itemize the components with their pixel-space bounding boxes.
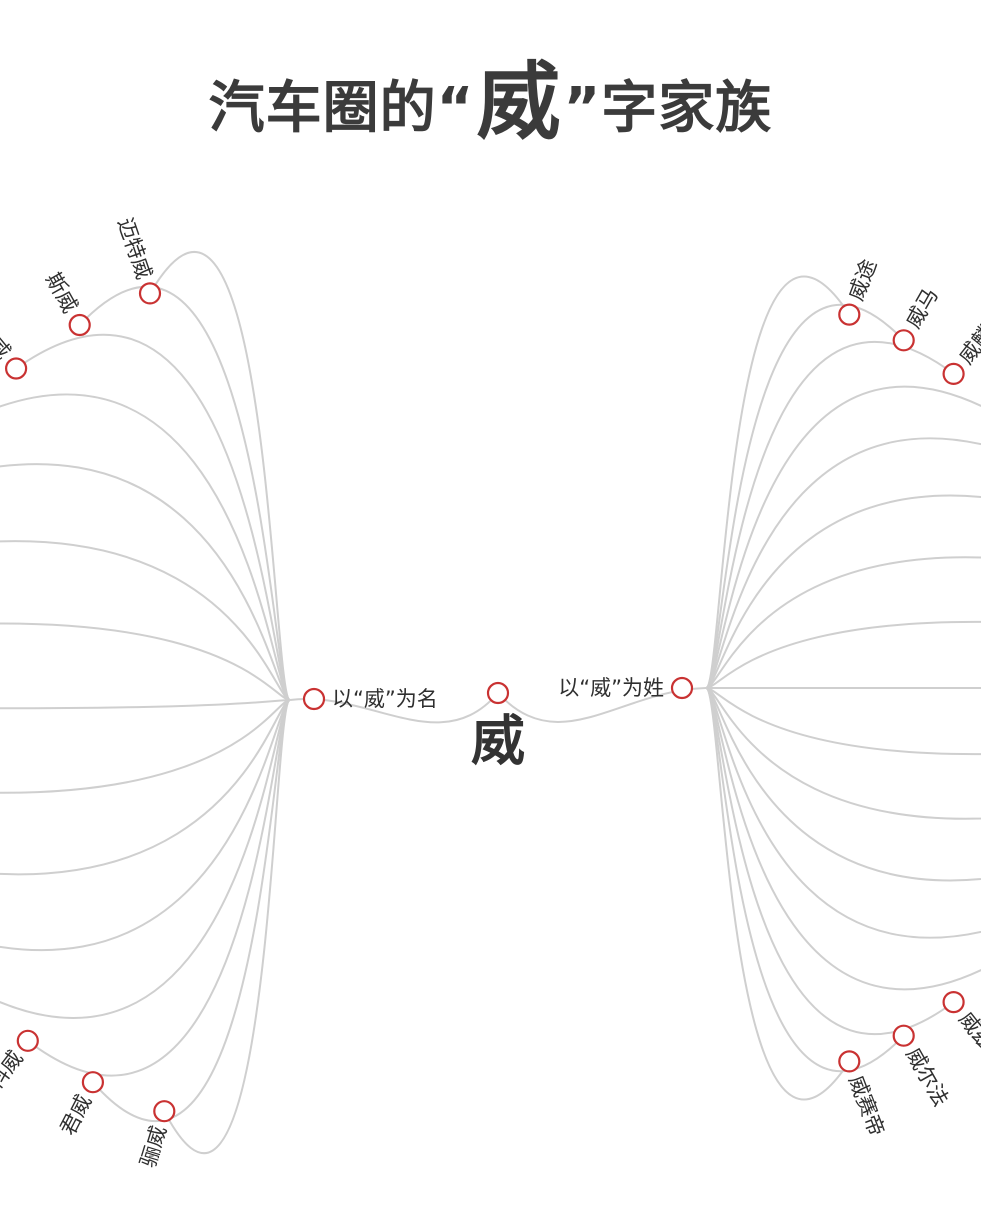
branch-node-surname[interactable]	[670, 676, 694, 700]
leaf-link	[0, 699, 291, 952]
leaf-node[interactable]	[16, 1029, 39, 1052]
leaf-label: 威尔法	[901, 1044, 953, 1111]
leaf-label: 迈特威	[113, 215, 156, 282]
tree-links	[0, 251, 981, 1154]
leaf-link	[705, 437, 981, 689]
branch-label-name: 以“威”为名	[332, 687, 438, 711]
leaf-link	[0, 699, 291, 876]
leaf-link	[0, 463, 291, 701]
leaf-node[interactable]	[153, 1100, 176, 1123]
title-suffix: ”字家族	[563, 76, 773, 141]
leaf-node[interactable]	[5, 357, 28, 380]
leaf-link	[705, 275, 851, 689]
leaf-link	[705, 687, 981, 820]
leaf-label: 威麟	[954, 321, 981, 369]
root-node[interactable]	[486, 681, 510, 705]
leaf-link	[705, 687, 955, 1036]
leaf-node[interactable]	[892, 329, 915, 352]
leaf-link	[705, 687, 981, 939]
leaf-link	[15, 333, 291, 701]
leaf-node[interactable]	[68, 313, 91, 337]
leaf-link	[705, 687, 851, 1101]
leaf-label: 威赛帝	[844, 1072, 889, 1139]
leaf-link	[705, 556, 981, 689]
leaf-node[interactable]	[942, 990, 965, 1014]
leaf-link	[0, 699, 291, 794]
leaf-link	[705, 385, 981, 689]
leaf-label: 君威	[56, 1091, 97, 1139]
leaf-label: 骊威	[136, 1123, 171, 1170]
leaf-label: 威马	[901, 284, 943, 332]
leaf-node[interactable]	[892, 1024, 915, 1047]
tree-nodes: 迈特威斯威荣威迈威卡威金威宝威龙威帅威欧力威赛威酷威昂科威君威骊威以“威”为名威…	[0, 215, 981, 1170]
page-title: 汽车圈的“威”字家族	[0, 52, 981, 159]
leaf-link	[705, 687, 981, 756]
title-prefix: 汽车圈的“	[208, 76, 475, 141]
leaf-node[interactable]	[81, 1071, 105, 1094]
leaf-link	[0, 540, 291, 701]
leaf-node[interactable]	[838, 303, 861, 326]
leaf-link	[27, 699, 291, 1077]
leaf-link	[705, 687, 981, 991]
leaf-node[interactable]	[838, 1050, 861, 1073]
leaf-link	[705, 494, 981, 689]
leaf-label: 威兹曼	[954, 1007, 981, 1071]
title-highlight: 威	[476, 53, 562, 151]
leaf-link	[78, 285, 291, 701]
leaf-node[interactable]	[942, 362, 965, 385]
leaf-link	[705, 620, 981, 689]
branch-node-name[interactable]	[302, 687, 326, 711]
leaf-link	[92, 699, 291, 1122]
leaf-link	[0, 393, 291, 701]
leaf-link	[0, 699, 291, 1019]
leaf-link	[0, 622, 291, 701]
root-label: 威	[471, 710, 525, 773]
leaf-link	[0, 699, 291, 710]
leaf-label: 威途	[844, 256, 881, 304]
leaf-link	[163, 699, 291, 1154]
leaf-link	[705, 340, 955, 689]
leaf-label: 荣威	[0, 316, 15, 364]
leaf-label: 昂科威	[0, 1046, 28, 1111]
leaf-link	[149, 251, 291, 701]
leaf-link	[705, 687, 981, 882]
branch-label-surname: 以“威”为姓	[558, 676, 664, 700]
leaf-node[interactable]	[138, 282, 162, 305]
leaf-label: 斯威	[41, 268, 82, 316]
